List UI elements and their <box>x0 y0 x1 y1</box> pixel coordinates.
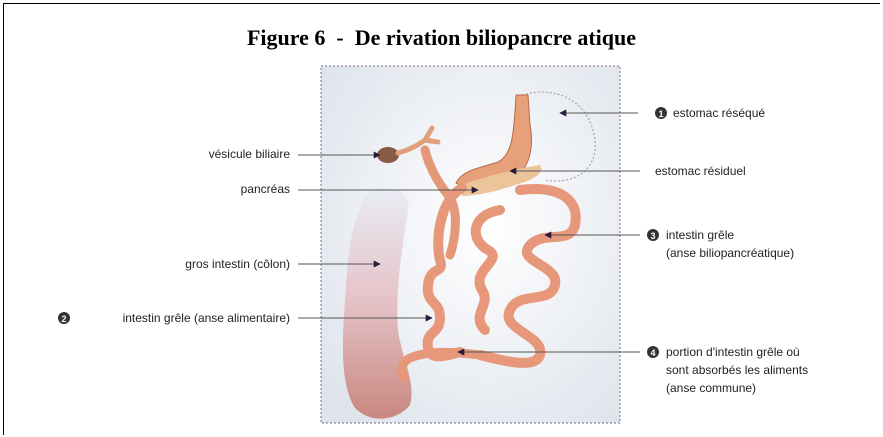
label-stomach-resected: estomac réséqué <box>673 106 765 120</box>
label-pancreas: pancréas <box>241 182 290 196</box>
label-colon: gros intestin (côlon) <box>185 257 290 271</box>
marker-4-number: 4 <box>650 348 655 358</box>
marker-3-number: 3 <box>650 231 655 241</box>
marker-1-number: 1 <box>658 109 663 119</box>
label-biliopancreatic-2: (anse biliopancréatique) <box>666 246 794 260</box>
label-vesicule: vésicule biliaire <box>209 147 291 161</box>
label-common-3: (anse commune) <box>666 381 756 395</box>
gallbladder <box>377 147 399 163</box>
marker-2-number: 2 <box>61 314 66 324</box>
label-biliopancreatic-1: intestin grêle <box>666 228 734 242</box>
label-common-1: portion d'intestin grêle où <box>666 345 800 359</box>
label-alimentary: intestin grêle (anse alimentaire) <box>123 311 290 325</box>
label-stomach-residual: estomac résiduel <box>655 164 746 178</box>
label-common-2: sont absorbés les aliments <box>666 363 808 377</box>
